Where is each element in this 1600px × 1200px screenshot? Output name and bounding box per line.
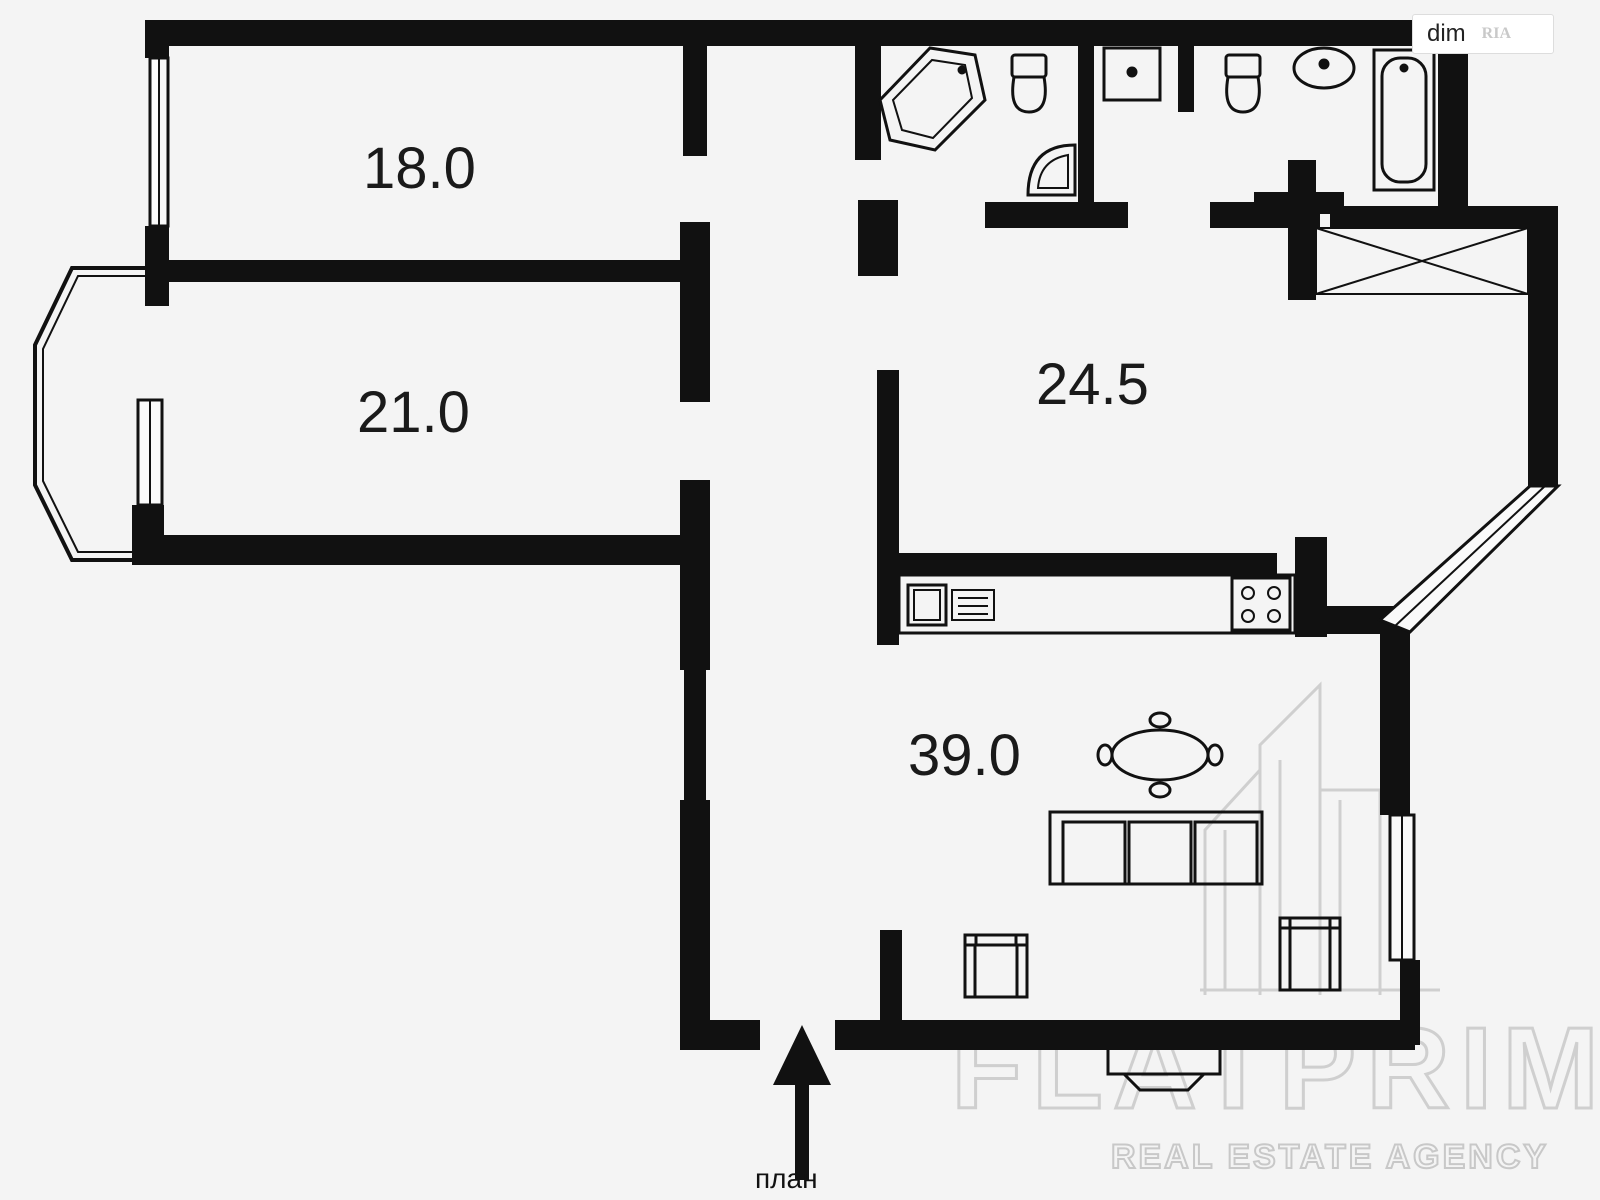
room-area-bedroom-1: 18.0 [363, 136, 476, 201]
room-area-room-3: 24.5 [1036, 352, 1149, 417]
wall-bath-bottom-left [858, 200, 898, 276]
round-sink-icon [1292, 46, 1356, 90]
wall-stub-upper [683, 46, 707, 156]
wall-between-bedrooms [145, 260, 685, 282]
washbasin-icon [1102, 46, 1162, 102]
stove-icon [1230, 576, 1292, 632]
wall-pillar-1 [680, 222, 710, 402]
bathtub-icon [1372, 48, 1436, 192]
wall-bath-left [855, 20, 881, 160]
wall-bath-stub [1178, 20, 1194, 112]
wall-corridor-left-low [680, 800, 710, 1050]
toilet-1-icon [1010, 53, 1048, 114]
windows [136, 56, 1562, 962]
kitchen-sink-icon [906, 583, 948, 627]
tv-stand-icon [1106, 1024, 1222, 1092]
wall-room3-left [877, 370, 899, 645]
wall-bedroom2-bottom [132, 535, 688, 565]
corner-sink-icon [1026, 143, 1077, 197]
bay-window [33, 266, 145, 562]
badge-brand: dim [1427, 20, 1466, 47]
sofa-icon [1048, 810, 1264, 886]
wall-cross-horizontal [1254, 192, 1344, 214]
wall-bottom-left [680, 1020, 760, 1050]
room-area-bedroom-2: 21.0 [357, 380, 470, 445]
entrance-label: план [755, 1163, 818, 1194]
wall-corridor-pillar [680, 480, 710, 670]
wall-living-right-upper [1380, 615, 1410, 815]
entrance-arrow-icon [773, 1025, 831, 1180]
wall-right-top [1330, 206, 1558, 228]
dining-table-icon [1096, 711, 1224, 799]
room-area-living-kitchen: 39.0 [908, 723, 1021, 788]
bathtub-corner [878, 46, 987, 152]
wall-bath-bottom-mid [985, 202, 1128, 228]
window-room3-diagonal [1377, 484, 1562, 634]
wall-living-right-lower [1400, 960, 1420, 1045]
watermark-tagline: REAL ESTATE AGENCY [1111, 1138, 1549, 1176]
balcony-door [1315, 227, 1529, 295]
toilet-2-icon [1224, 53, 1262, 114]
wall-right-upper [1528, 206, 1558, 486]
kitchen-counter [897, 573, 1297, 635]
wall-bath-divider [1078, 20, 1094, 210]
armchair-right-icon [1278, 916, 1342, 992]
wall-room3-bottom [877, 553, 1277, 575]
wall-corridor-left-mid [684, 660, 706, 800]
wall-cross-vertical [1288, 160, 1316, 300]
armchair-left-icon [963, 933, 1029, 999]
wall-left-upper [145, 20, 169, 58]
wall-top [145, 20, 1467, 46]
dim-ria-badge[interactable]: dim RIA [1412, 14, 1554, 54]
kitchen-drain-icon [951, 589, 995, 621]
badge-sub: RIA [1481, 25, 1512, 42]
walls [132, 20, 1558, 1050]
wall-living-stub [880, 930, 902, 1030]
